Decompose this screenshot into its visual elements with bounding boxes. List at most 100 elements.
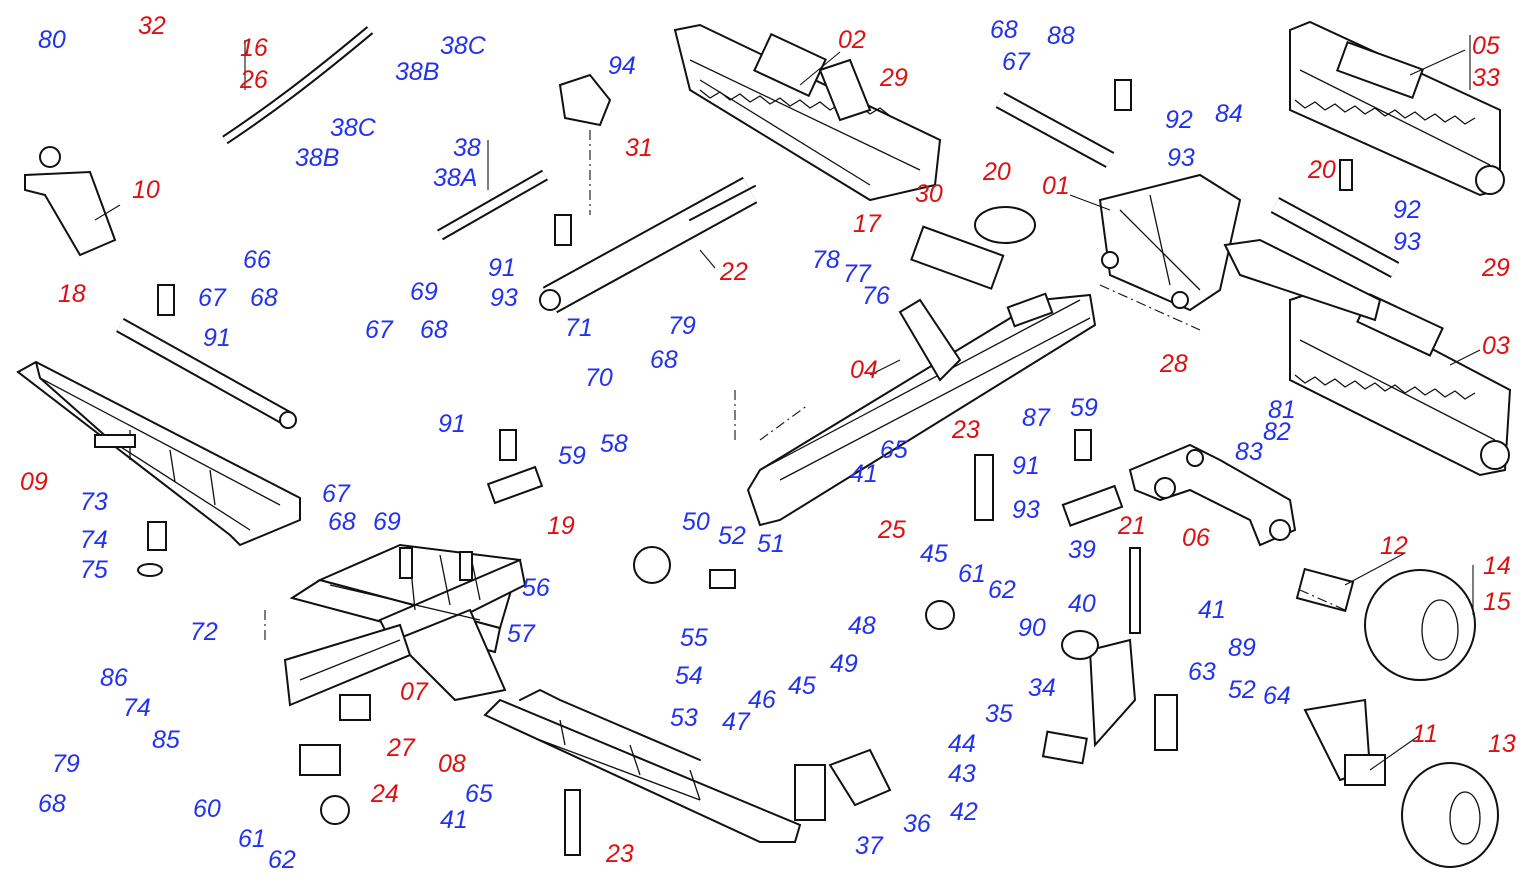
callout-c20_b: 20 [1308,156,1336,184]
callout-c27: 27 [387,734,415,762]
callout-c78: 78 [812,246,840,274]
callout-c08: 08 [438,750,466,778]
callout-c61_a: 61 [958,560,986,588]
callout-c68_c: 68 [420,316,448,344]
callout-c92_b: 92 [1393,196,1421,224]
callout-c88: 88 [1047,22,1075,50]
callout-c68_a: 68 [990,16,1018,44]
callout-c93_c: 93 [490,284,518,312]
callout-c16: 16 [240,34,268,62]
callout-c11: 11 [1412,720,1438,748]
cylinder-19 [486,465,544,505]
callout-c71: 71 [565,314,593,342]
callout-c67_b: 67 [198,284,226,312]
callout-c38B_b: 38B [295,144,340,172]
callout-c67_d: 67 [322,480,350,508]
callout-c38B_a: 38B [395,58,440,86]
callout-c21: 21 [1118,512,1146,540]
callout-c23_a: 23 [952,416,980,444]
callout-c18: 18 [58,280,86,308]
wheel-14 [1364,569,1476,681]
callout-c36: 36 [903,810,931,838]
callout-c34: 34 [1028,674,1056,702]
wheel-13 [1401,762,1499,868]
callout-c73: 73 [80,488,108,516]
callout-c70: 70 [585,364,613,392]
callout-c19: 19 [547,512,575,540]
callout-c89: 89 [1228,634,1256,662]
callout-c38C_b: 38C [330,114,376,142]
hub-12 [1295,567,1355,613]
callout-c60: 60 [193,795,221,823]
roller-03 [1289,288,1512,477]
callout-c47: 47 [722,708,750,736]
callout-c67_c: 67 [365,316,393,344]
callout-c79_a: 79 [668,312,696,340]
callout-c41_c: 41 [440,806,468,834]
callout-c32: 32 [138,12,166,40]
callout-c84: 84 [1215,100,1243,128]
callout-c17: 17 [853,210,881,238]
small-parts [137,79,1353,856]
callout-c93_b: 93 [1393,228,1421,256]
bracket-01 [1098,173,1382,322]
cylinder-22 [539,176,758,314]
callout-c30: 30 [915,180,943,208]
callout-c80: 80 [38,26,66,54]
callout-c24: 24 [371,780,399,808]
callout-c45_b: 45 [788,672,816,700]
callout-c53: 53 [670,704,698,732]
callout-c83: 83 [1235,438,1263,466]
hub-11 [1303,698,1386,786]
axle-06 [1128,443,1297,547]
callout-c29_b: 29 [1482,254,1510,282]
callout-c25: 25 [878,516,906,544]
callout-c65_b: 65 [465,780,493,808]
callout-c03: 03 [1482,332,1510,360]
callout-c20_a: 20 [983,158,1011,186]
callout-c33: 33 [1472,64,1500,92]
callout-c40: 40 [1068,590,1096,618]
callout-c06: 06 [1182,524,1210,552]
callout-c90: 90 [1018,614,1046,642]
callout-c74_a: 74 [80,526,108,554]
callout-c68_b: 68 [250,284,278,312]
callout-c31: 31 [625,134,653,162]
roller-05 [1289,20,1505,197]
callout-c57: 57 [507,620,535,648]
callout-c23_b: 23 [606,840,634,868]
callout-c22: 22 [720,258,748,286]
callout-c67_a: 67 [1002,48,1030,76]
callout-c68_d: 68 [650,346,678,374]
callout-c54: 54 [675,662,703,690]
callout-c91_c: 91 [438,410,466,438]
callout-c51: 51 [757,530,785,558]
cylinder-20b [1270,197,1400,278]
callout-c58: 58 [600,430,628,458]
callout-c26: 26 [240,66,268,94]
callout-c79_b: 79 [52,750,80,778]
callout-c10: 10 [132,176,160,204]
callout-c94: 94 [608,52,636,80]
callout-c41_a: 41 [850,460,878,488]
callout-c59_b: 59 [558,442,586,470]
roller-02 [673,23,942,202]
valve-31 [558,73,612,127]
callout-c93_d: 93 [1012,496,1040,524]
callout-c12: 12 [1380,532,1408,560]
callout-c77: 77 [843,260,871,288]
callout-c37: 37 [855,832,883,860]
leader-lines [94,35,1481,771]
callout-c68_f: 68 [38,790,66,818]
callout-c39: 39 [1068,536,1096,564]
callout-c14: 14 [1483,552,1511,580]
beam-04 [746,292,1097,527]
callout-c56: 56 [522,574,550,602]
callout-c68_e: 68 [328,508,356,536]
callout-c38C_a: 38C [440,32,486,60]
callout-c62_b: 62 [268,846,296,874]
callout-c64: 64 [1263,682,1291,710]
callout-c01: 01 [1042,172,1070,200]
